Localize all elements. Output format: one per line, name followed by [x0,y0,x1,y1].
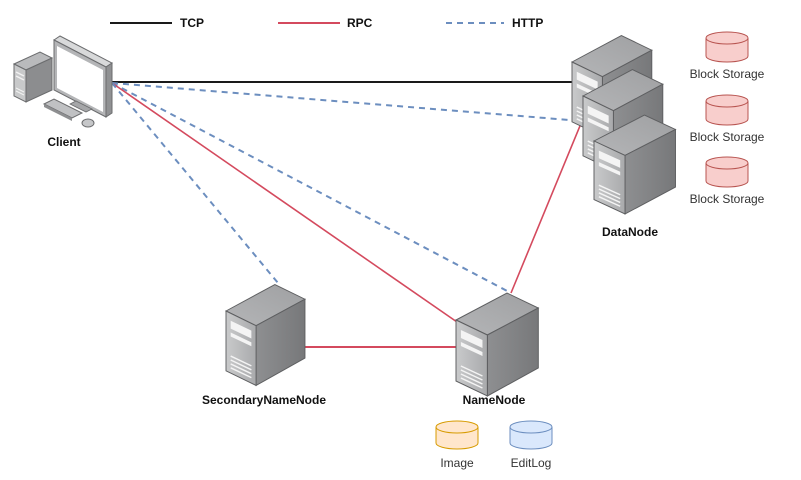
client-node[interactable]: Client [12,35,113,149]
legend: TCP RPC HTTP [110,16,543,30]
edges [111,81,583,348]
image-label: Image [440,456,474,470]
client-label: Client [47,135,80,149]
datanode-label: DataNode [602,225,658,239]
legend-item-http: HTTP [446,16,543,30]
desktop-computer-icon [12,35,113,128]
database-cylinder-icon [435,420,479,450]
datanode-node[interactable]: DataNode [571,34,677,239]
block-storage-3[interactable]: Block Storage [690,156,765,206]
edge-client-namenode-http [111,82,512,294]
edge-client-namenode-rpc [111,82,458,323]
database-cylinder-icon [705,31,749,63]
edge-client-secondary-http [111,82,279,284]
namenode-node[interactable]: NameNode [455,292,540,407]
block-storage-2[interactable]: Block Storage [690,94,765,144]
legend-item-tcp: TCP [110,16,204,30]
block-storage-group: Block Storage Block Storage Block Storag… [690,31,765,206]
editlog-label: EditLog [511,456,552,470]
server-stack-icon [571,34,677,215]
legend-item-rpc: RPC [278,16,373,30]
block-storage-label: Block Storage [690,192,765,206]
database-cylinder-icon [705,94,749,126]
secondary-namenode-label: SecondaryNameNode [202,393,326,407]
block-storage-label: Block Storage [690,67,765,81]
legend-http-label: HTTP [512,16,543,30]
server-icon [225,283,306,387]
legend-tcp-label: TCP [180,16,204,30]
database-cylinder-icon [705,156,749,188]
image-storage[interactable]: Image [435,420,479,470]
block-storage-1[interactable]: Block Storage [690,31,765,81]
namenode-label: NameNode [463,393,526,407]
database-cylinder-icon [509,420,553,450]
server-icon [455,292,540,397]
editlog-storage[interactable]: EditLog [509,420,553,470]
legend-rpc-label: RPC [347,16,373,30]
edge-namenode-datanode-rpc [510,120,583,294]
secondary-namenode-node[interactable]: SecondaryNameNode [202,283,326,407]
edge-client-datanode-http [111,82,583,122]
block-storage-label: Block Storage [690,130,765,144]
